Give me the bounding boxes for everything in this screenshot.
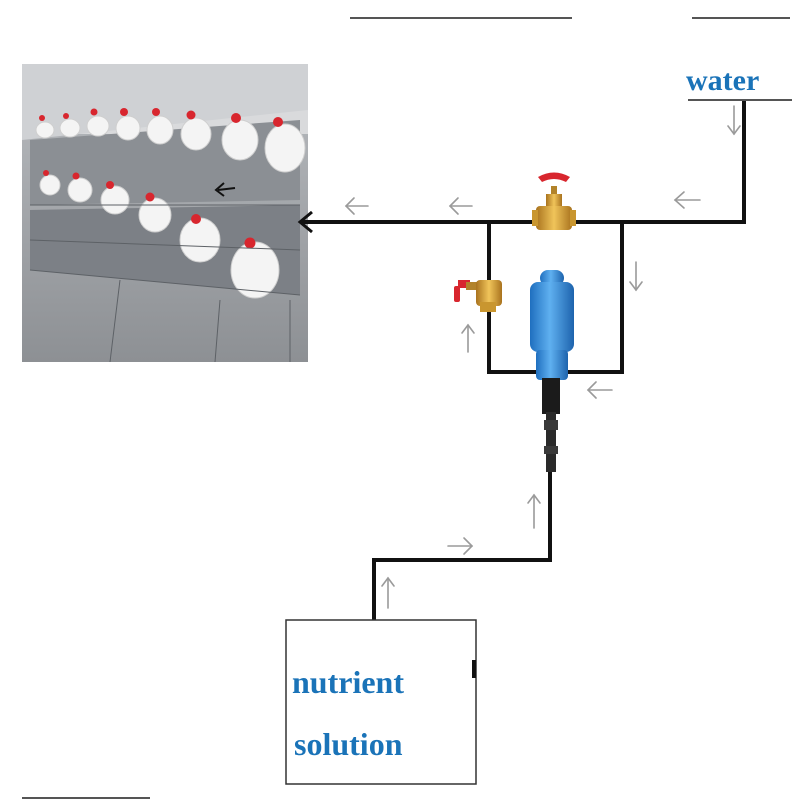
main-pipe [302, 100, 746, 224]
nutrient-solution-label-line1: nutrient [292, 664, 404, 700]
nutrient-solution-label-line2: solution [294, 726, 403, 762]
bypass-valve-icon[interactable] [454, 280, 502, 312]
decorative-lines [22, 17, 790, 799]
chicken-coop-photo-icon [22, 64, 308, 363]
water-label: water [686, 64, 760, 97]
dosing-pump-icon[interactable] [530, 270, 574, 472]
flow-arrows [344, 105, 741, 609]
nutrient-pipe [372, 470, 552, 630]
outlet-arrowhead [297, 210, 313, 234]
nutrient-tank-icon [285, 619, 477, 785]
main-valve-icon[interactable] [532, 172, 576, 231]
